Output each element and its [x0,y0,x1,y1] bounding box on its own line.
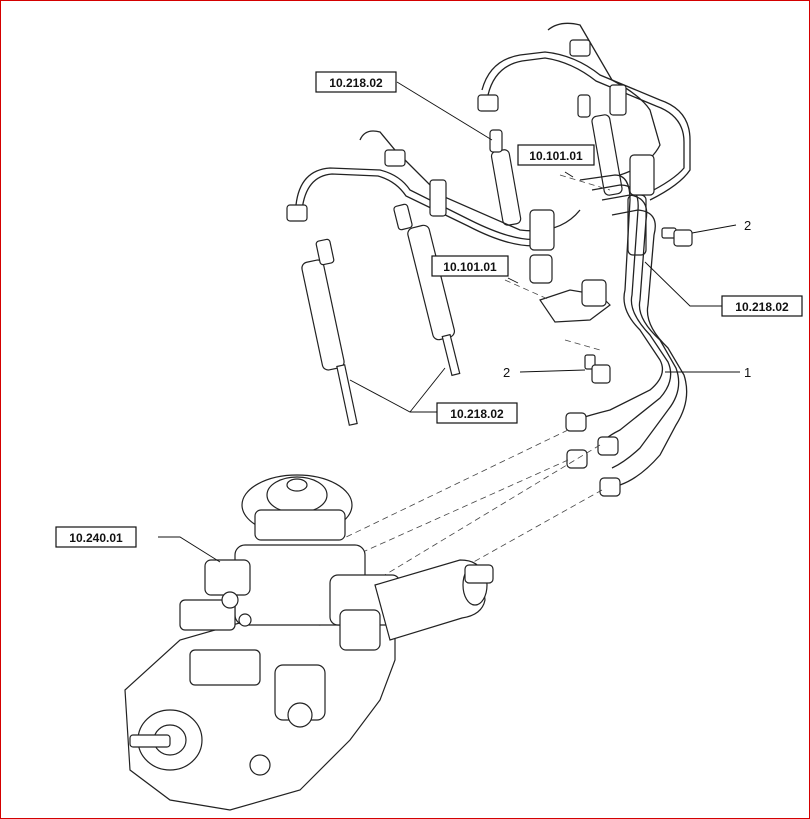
callout-ref-mid-upper: 10.101.01 [517,144,595,166]
item-number-pipes: 1 [744,365,751,380]
callout-ref-top-left: 10.218.02 [315,71,397,93]
injection-pipes [295,22,691,486]
item-number-screw-top: 2 [744,218,751,233]
pipe-clamp-upper [429,84,655,251]
screw-lower [584,354,611,384]
injector-rear-left [489,129,522,226]
callout-label: 10.218.02 [329,76,383,90]
callout-ref-bottom-center: 10.218.02 [436,402,518,424]
callout-label: 10.218.02 [450,407,504,421]
injection-pump [124,474,494,811]
pipe-nut-5 [565,412,587,432]
leader-lines [158,81,740,563]
screw-upper [661,227,693,247]
callout-label: 10.101.01 [529,149,583,163]
callout-label: 10.218.02 [735,300,789,314]
callout-ref-mid-lower: 10.101.01 [431,255,509,277]
pipe-nut-1 [286,204,308,222]
callout-ref-right: 10.218.02 [721,295,803,317]
injector-front-left [301,238,358,426]
item-number-screw-mid: 2 [503,365,510,380]
callout-ref-pump: 10.240.01 [55,526,137,548]
pipe-nut-7 [597,436,619,456]
pipe-nut-2 [384,149,406,167]
callout-label: 10.240.01 [69,531,123,545]
pipe-nut-4 [569,39,591,57]
injector-front-right [393,203,461,377]
pipe-clamp-lower [529,254,611,323]
callout-label: 10.101.01 [443,260,497,274]
pipe-nut-6 [566,449,588,469]
pipe-nut-3 [477,94,499,112]
pipe-nut-8 [599,477,621,497]
alignment-lines [339,174,611,621]
